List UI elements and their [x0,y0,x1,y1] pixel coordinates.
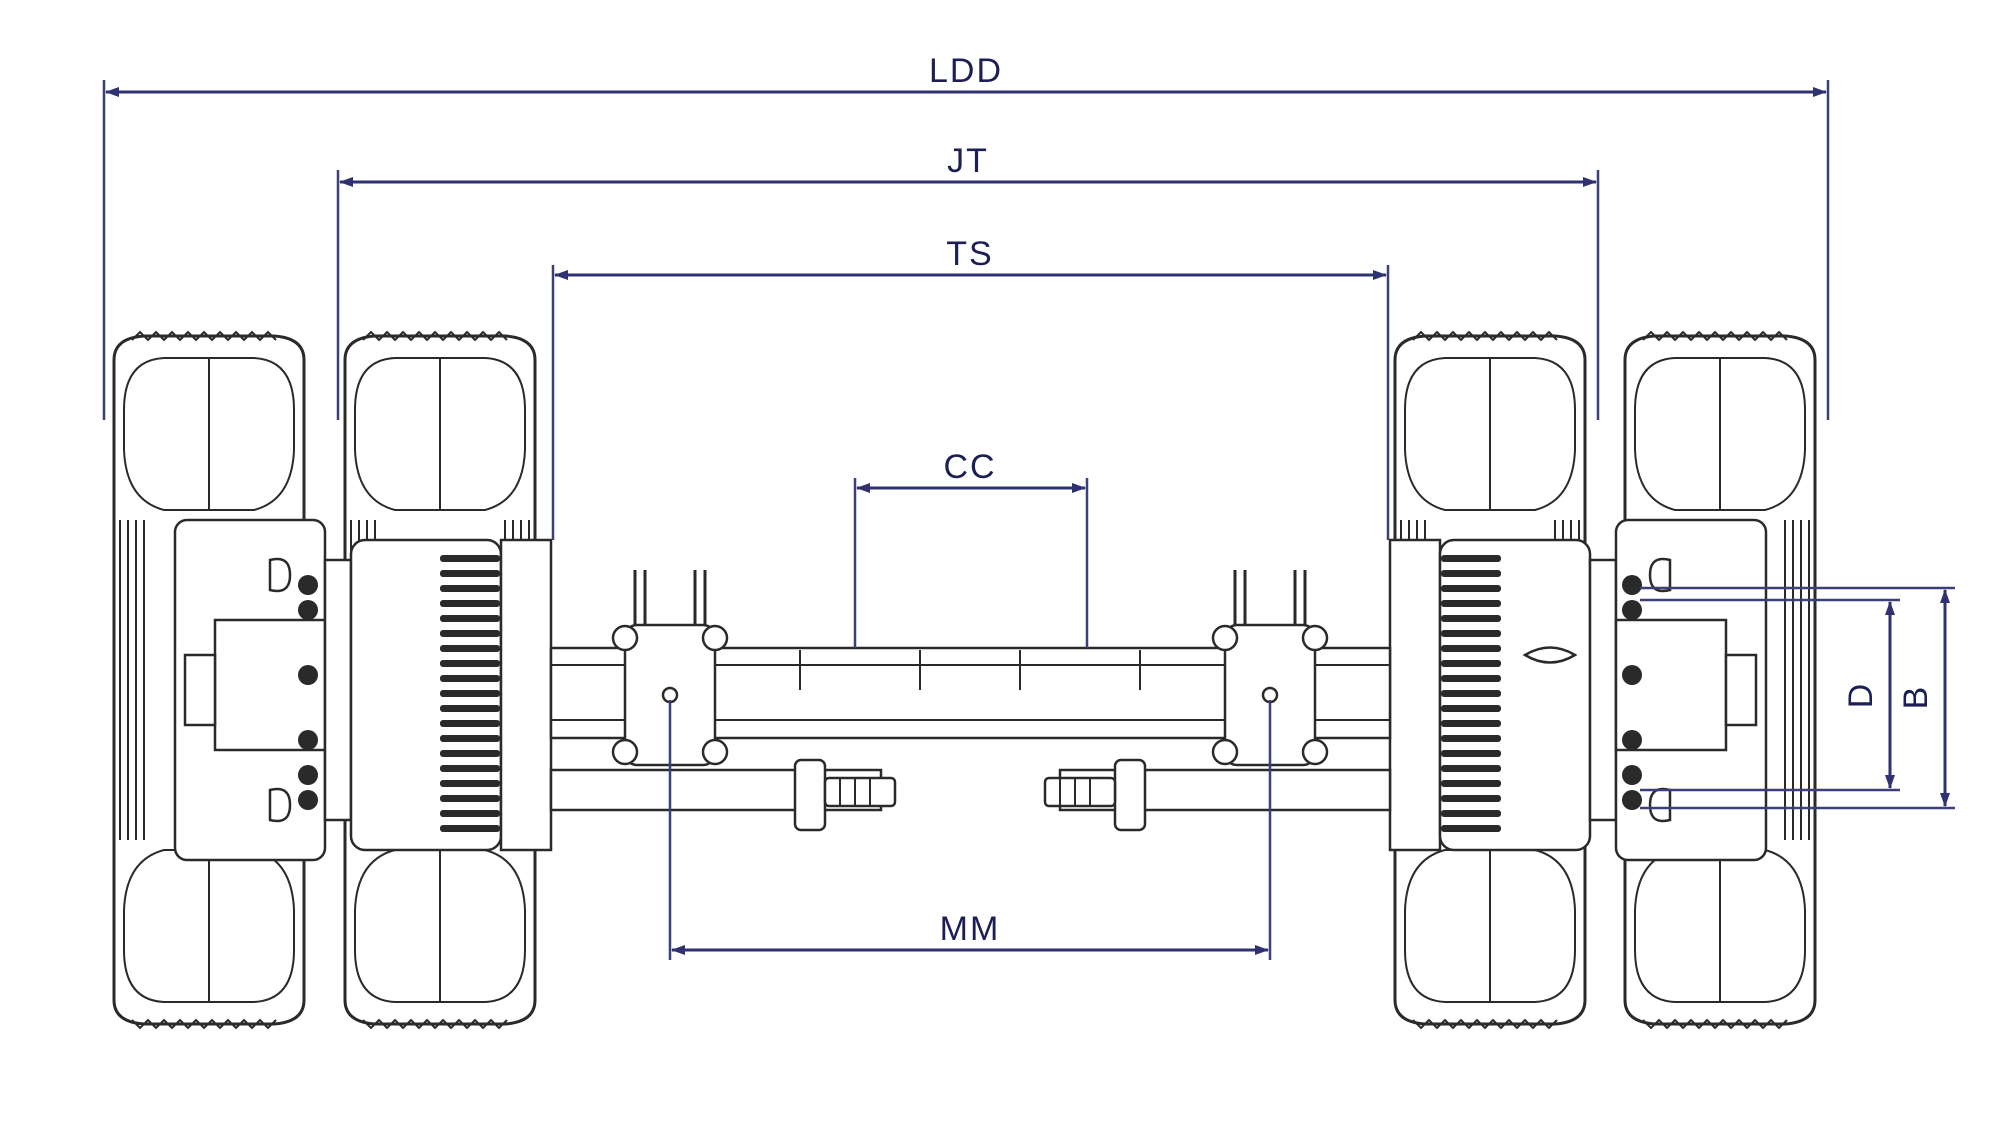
brake-fin [1441,825,1501,832]
brake-fin [440,720,500,727]
dimension-b: B [1640,586,1955,810]
brake-fins-left [440,555,500,832]
brake-fin [1441,660,1501,667]
dimension-label-jt: JT [947,142,989,180]
dimension-label-d: D [1842,682,1880,709]
dimension-label-b: B [1897,685,1935,710]
brake-fin [1441,630,1501,637]
brake-fin [1441,570,1501,577]
brake-fin [1441,675,1501,682]
dimension-jt: JT [336,142,1600,420]
dimension-mm: MM [668,700,1272,960]
brake-fin [440,600,500,607]
brake-fin [440,750,500,757]
brake-fin [1441,615,1501,622]
brake-fin [440,705,500,712]
brake-fin [1441,735,1501,742]
dimension-label-ldd: LDD [929,52,1003,90]
brake-fin [1441,720,1501,727]
brake-fin [1441,705,1501,712]
dimension-label-cc: CC [943,448,996,486]
brake-fin [1441,600,1501,607]
brake-fin [1441,750,1501,757]
brake-fin [440,735,500,742]
brake-fin [440,675,500,682]
brake-fin [440,630,500,637]
brake-fin [440,825,500,832]
brake-fin [1441,555,1501,562]
brake-fin [440,555,500,562]
dimension-ts: TS [551,235,1390,540]
brake-fin [440,795,500,802]
dimension-label-ts: TS [946,235,993,273]
camshaft-right [1043,758,1147,832]
hub-assembly-right [1388,518,1768,862]
brake-fin [1441,690,1501,697]
dimension-ldd: LDD [102,52,1830,420]
brake-fin [440,615,500,622]
brake-fin [440,645,500,652]
brake-fin [1441,810,1501,817]
brake-fin [440,780,500,787]
brake-fins-right [1441,555,1501,832]
brake-fin [1441,645,1501,652]
brake-fin [1441,780,1501,787]
dimension-d: D [1640,598,1900,792]
brake-fin [1441,795,1501,802]
brake-fin [440,585,500,592]
dimension-cc: CC [853,448,1089,648]
brake-fin [440,660,500,667]
brake-fin [1441,765,1501,772]
brake-fin [440,570,500,577]
spring-seat-right [1211,570,1329,767]
brake-fin [1441,585,1501,592]
dimension-label-mm: MM [940,910,1001,948]
brake-fin [440,690,500,697]
camshaft-left [793,758,897,832]
brake-fin [440,765,500,772]
brake-fin [440,810,500,817]
